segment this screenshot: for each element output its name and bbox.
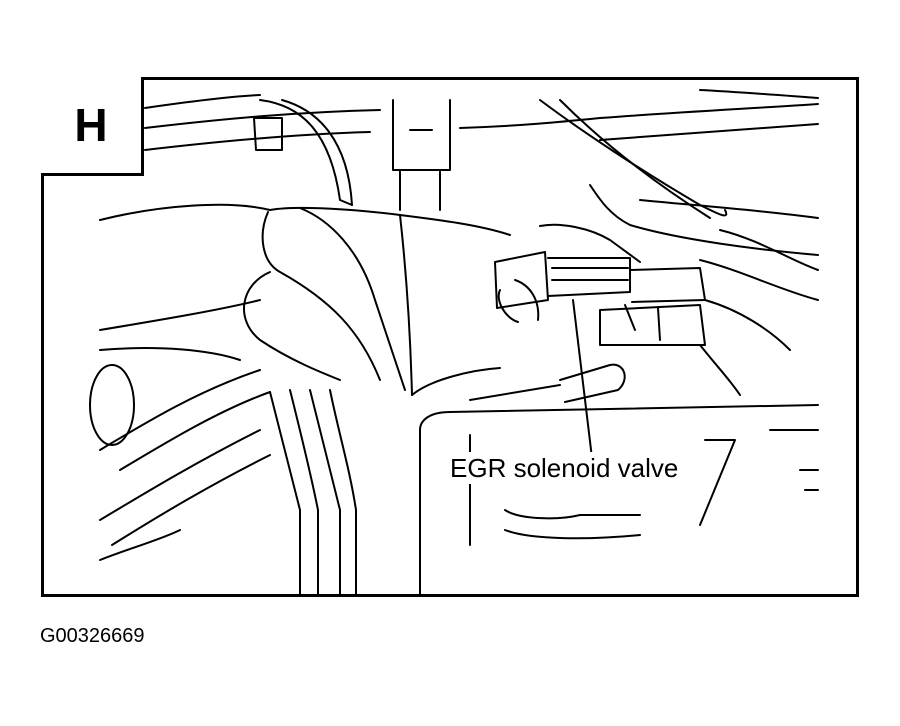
callout-leader-line (573, 300, 592, 458)
egr-solenoid-valve (495, 225, 705, 345)
curved-pipe (254, 100, 352, 205)
lower-hoses (90, 300, 356, 594)
egr-solenoid-valve-label: EGR solenoid valve (448, 452, 681, 484)
intake-body (100, 205, 510, 395)
top-connector (393, 100, 450, 210)
valve-cover (420, 365, 818, 594)
panel-label: H (41, 77, 144, 176)
figure-id: G00326669 (40, 625, 145, 647)
upper-hoses (145, 90, 818, 150)
figure-frame (41, 77, 859, 597)
right-hoses (540, 100, 818, 395)
